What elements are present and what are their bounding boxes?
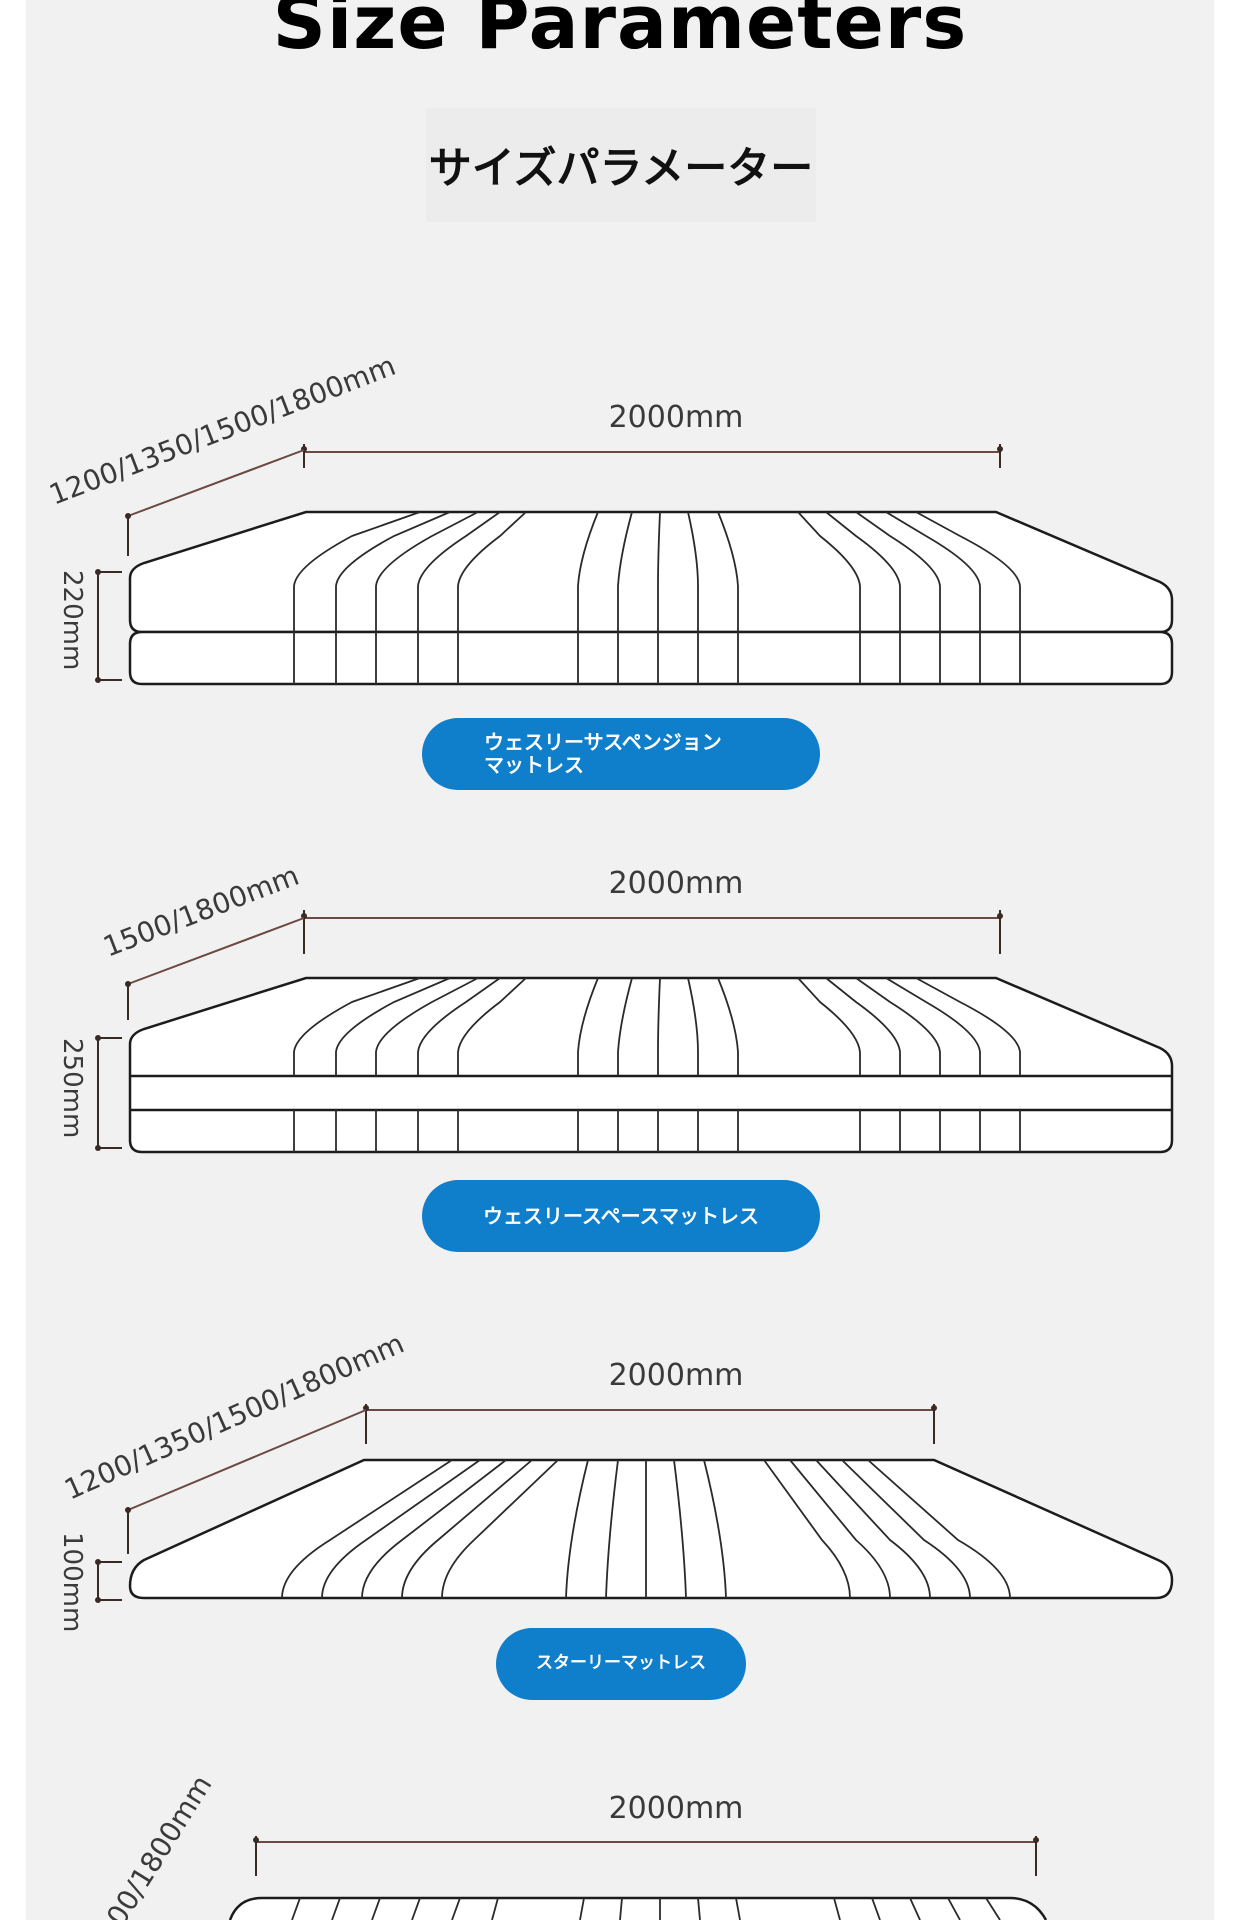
product-name-line-1: ウェスリーサスペンジョン	[484, 730, 722, 754]
mattress-diagram-4: 2000mm 00/1800mm	[100, 1769, 1048, 1920]
product-name-pill-2: ウェスリースペースマットレス	[422, 1180, 820, 1252]
product-name-line-1: スターリーマットレス	[536, 1653, 706, 1674]
length-label: 2000mm	[609, 866, 744, 901]
height-label: 250mm	[57, 1038, 87, 1138]
product-name-line-2: マットレス	[484, 753, 584, 777]
product-name-pill-3: スターリーマットレス	[496, 1628, 746, 1700]
height-dimension: 250mm	[57, 1035, 122, 1151]
mattress-diagram-3: 2000mm 1200/1350/1500/1800mm 100mm	[57, 1327, 1174, 1632]
mattress-stitching	[281, 1459, 1011, 1599]
height-dimension: 220mm	[57, 569, 122, 683]
mattress-shape	[228, 1896, 1048, 1920]
length-dimension: 2000mm	[301, 866, 1003, 954]
width-label: 00/1800mm	[100, 1769, 219, 1920]
length-dimension: 2000mm	[363, 1358, 937, 1444]
mattress-shape	[128, 1458, 1174, 1600]
length-dimension: 2000mm	[301, 400, 1003, 468]
mattress-stitching	[293, 511, 1021, 684]
mattress-stitching	[291, 1897, 1001, 1920]
length-dimension: 2000mm	[253, 1791, 1039, 1876]
background-panel	[26, 0, 1214, 1920]
page-title: Size Parameters	[272, 0, 968, 66]
mattress-shape	[128, 510, 1174, 686]
subtitle-box: サイズパラメーター	[426, 108, 816, 222]
height-label: 220mm	[57, 570, 87, 670]
mattress-stitching	[293, 977, 1021, 1152]
length-label: 2000mm	[609, 1791, 744, 1826]
length-label: 2000mm	[609, 400, 744, 435]
width-dimension: 00/1800mm	[100, 1769, 219, 1920]
mattress-diagram-1: 2000mm 1200/1350/1500/1800mm 220mm	[45, 349, 1174, 686]
height-label: 100mm	[57, 1532, 87, 1632]
width-label: 1200/1350/1500/1800mm	[45, 349, 400, 512]
page-subtitle: サイズパラメーター	[428, 144, 814, 194]
product-name-pill-1: ウェスリーサスペンジョン マットレス	[422, 718, 820, 790]
width-label: 1500/1800mm	[99, 859, 304, 964]
mattress-diagram-2: 2000mm 1500/1800mm 250mm	[57, 859, 1174, 1154]
mattress-shape	[128, 976, 1174, 1154]
height-dimension: 100mm	[57, 1532, 122, 1632]
product-name-line-1: ウェスリースペースマットレス	[483, 1203, 759, 1228]
length-label: 2000mm	[609, 1358, 744, 1393]
